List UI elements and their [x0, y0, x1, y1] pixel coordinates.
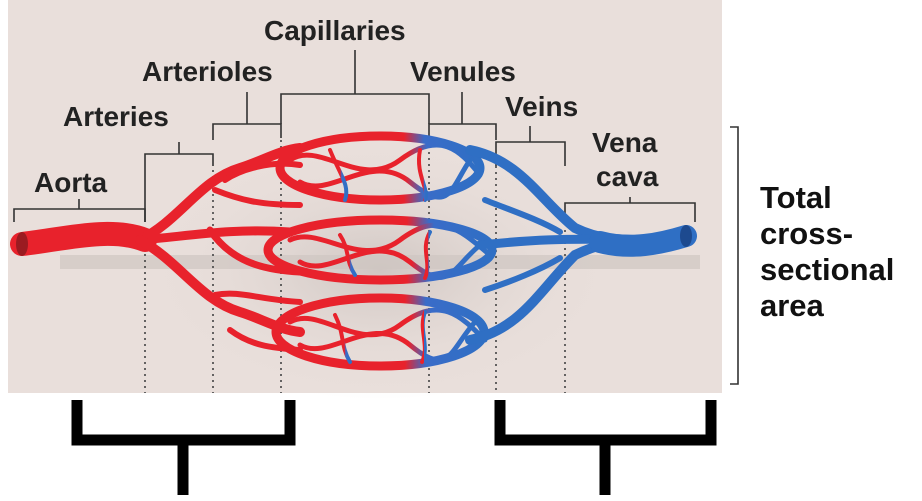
label-veins: Veins [505, 92, 578, 122]
label-arteries: Arteries [63, 102, 169, 132]
label-arterioles: Arterioles [142, 57, 273, 87]
label-aorta: Aorta [34, 168, 107, 198]
label-capillaries: Capillaries [264, 16, 406, 46]
label-vena: Vena [592, 128, 657, 158]
side-label-line4: area [760, 288, 824, 324]
bracket-venous-side [500, 400, 711, 440]
bracket-arterial-side [77, 400, 290, 440]
vena-cava-vessel [600, 225, 692, 247]
side-label-line2: cross- [760, 216, 853, 252]
label-cava: cava [596, 162, 658, 192]
aorta-vessel [16, 232, 145, 256]
side-label-line3: sectional [760, 252, 894, 288]
side-label-line1: Total [760, 180, 832, 216]
label-venules: Venules [410, 57, 516, 87]
bottom-brackets [77, 400, 711, 495]
